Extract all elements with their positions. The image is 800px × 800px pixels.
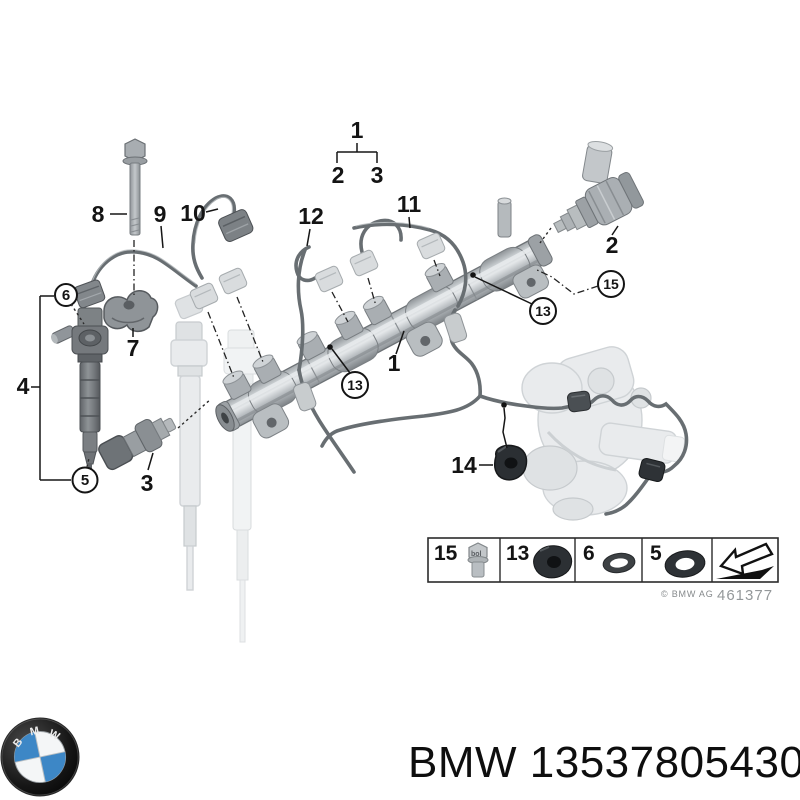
injection-pipe-10	[191, 194, 237, 280]
high-pressure-pump-ghost	[521, 346, 686, 521]
callout-10: 10	[180, 200, 219, 226]
svg-text:5: 5	[81, 472, 89, 489]
ghost-injector-2	[170, 292, 208, 591]
callout-circled-13-right: 13	[474, 276, 557, 325]
copyright-text: © BMW AG	[661, 589, 714, 599]
callout-circled-13-left: 13	[331, 348, 369, 399]
part-number-text: BMW 13537805430	[408, 738, 800, 787]
svg-text:2: 2	[606, 232, 619, 258]
svg-text:bol: bol	[471, 551, 482, 558]
bmw-roundel-quadrant	[40, 751, 66, 782]
pipe-clamp-mounted	[567, 390, 592, 413]
svg-text:14: 14	[451, 452, 477, 478]
callout-3-sensor: 3	[141, 452, 154, 496]
bmw-logo: B M W	[0, 717, 80, 797]
hex-bolt-icon: bol	[467, 542, 489, 578]
svg-text:13: 13	[506, 542, 529, 565]
union-nut-light	[416, 232, 446, 260]
pipe-clamp-mounted	[638, 457, 666, 483]
callout-8: 8	[92, 201, 127, 227]
union-nut-dark	[218, 209, 254, 242]
rail-mounting-tab	[512, 264, 549, 299]
union-nut-light	[349, 249, 379, 277]
pipe-sleeve	[293, 381, 317, 412]
svg-text:15: 15	[603, 276, 619, 292]
grommet-mount-point	[470, 272, 476, 278]
callout-7: 7	[127, 328, 140, 361]
seal-washer-icon	[664, 550, 706, 578]
svg-text:4: 4	[17, 373, 30, 399]
callout-circled-5: 5	[71, 457, 99, 494]
rail-mounting-tab	[252, 403, 290, 439]
injection-pipe-12	[294, 245, 317, 372]
callout-1-rail: 1	[388, 330, 405, 376]
svg-text:13: 13	[347, 377, 363, 393]
legend-cell-6: 6	[583, 542, 636, 574]
callout-circled-15: 15	[534, 268, 625, 298]
legend-cell-13: 13	[506, 542, 573, 579]
svg-text:11: 11	[397, 191, 422, 217]
union-nut-light	[189, 282, 219, 310]
sensor-3	[98, 417, 177, 471]
union-nut-dark	[73, 279, 106, 309]
bolt-8	[122, 138, 148, 236]
svg-text:7: 7	[127, 335, 140, 361]
svg-text:10: 10	[180, 200, 206, 226]
svg-text:15: 15	[434, 542, 458, 565]
union-nut-light	[314, 265, 344, 293]
clip-mount-point	[501, 402, 507, 408]
injection-pipe-cyl4	[359, 218, 403, 254]
callout-11: 11	[397, 191, 422, 229]
pump-outlet-cylinder	[598, 422, 686, 464]
legend-cell-5: 5	[650, 542, 706, 578]
callout-2-valve: 2	[606, 225, 619, 258]
injection-pipe-9	[90, 249, 198, 288]
drawing-number-text: 461377	[717, 587, 773, 604]
union-nut-light	[218, 267, 248, 295]
fuel-rail	[215, 234, 553, 439]
svg-text:8: 8	[92, 201, 105, 227]
logo-letter-m: M	[29, 725, 40, 739]
svg-text:6: 6	[62, 287, 70, 304]
grommet-mount-point	[327, 344, 333, 350]
svg-text:1: 1	[388, 350, 401, 376]
svg-text:5: 5	[650, 542, 662, 565]
svg-text:6: 6	[583, 542, 595, 565]
rail-mounting-tab	[405, 321, 443, 357]
bmw-roundel-quadrant	[14, 732, 40, 763]
callout-3-top: 3	[371, 162, 384, 188]
rail-port-bosses	[222, 263, 454, 400]
svg-text:12: 12	[298, 203, 324, 229]
svg-text:9: 9	[154, 201, 167, 227]
callout-12: 12	[298, 203, 324, 247]
callout-2-top: 2	[332, 162, 345, 188]
callout-14: 14	[451, 452, 493, 478]
callout-9: 9	[154, 201, 167, 249]
rail-stub-port	[497, 197, 512, 238]
clamp-bracket-7	[103, 290, 159, 333]
pressure-control-valve-2	[553, 140, 644, 234]
legend-cell-arrow	[716, 542, 774, 579]
pipe-sleeve	[443, 312, 468, 343]
injector-1	[50, 307, 109, 470]
svg-text:3: 3	[141, 470, 154, 496]
clip-14	[493, 444, 528, 481]
legend-cell-15: 15 bol	[434, 542, 489, 578]
callout-4-bracket: 4	[17, 295, 71, 481]
callout-circled-6: 6	[54, 283, 85, 325]
legend-table: 15 bol 13 6 5	[427, 537, 779, 583]
callout-bracket-1-2-3: 1 2 3	[332, 117, 384, 188]
svg-text:13: 13	[535, 303, 551, 319]
rail-end-cap	[215, 400, 240, 432]
o-ring-icon	[602, 552, 636, 574]
direction-arrow-icon	[716, 542, 774, 579]
callout-1-top: 1	[351, 117, 364, 143]
rubber-grommet-icon	[533, 545, 573, 579]
